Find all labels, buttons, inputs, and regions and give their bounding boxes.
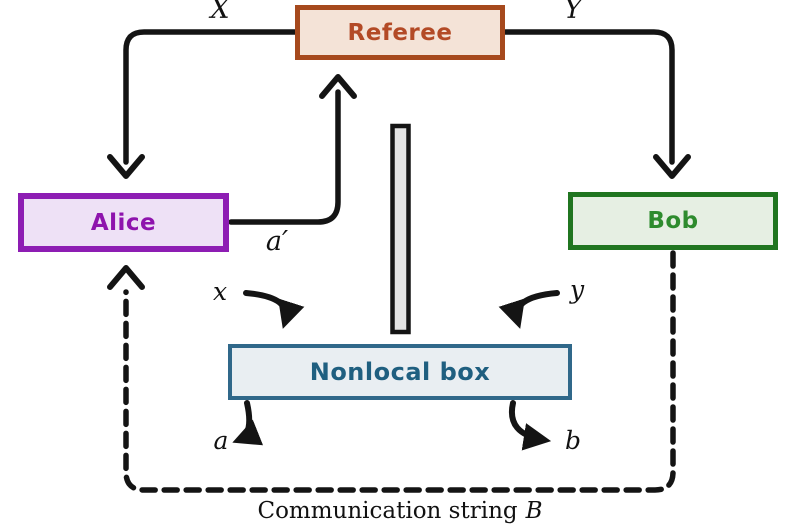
arrowhead-down-alice-icon [107, 154, 145, 179]
label-X: X [210, 0, 230, 25]
label-a: a [213, 426, 229, 455]
wire-referee-to-alice [123, 29, 298, 165]
wire-x-into-box [243, 290, 305, 329]
label-y: y [569, 275, 585, 304]
wire-a-out-of-box [232, 400, 264, 446]
wire-communication-string [123, 250, 676, 493]
nonlocal-box-node: Nonlocal box [228, 344, 572, 400]
wire-alice-to-referee [228, 89, 341, 225]
arrowhead-down-bob-icon [653, 154, 691, 179]
arrowhead-up-referee-icon [319, 74, 357, 99]
wire-b-out-of-box [508, 400, 552, 451]
caption-text: Communication string [257, 498, 518, 524]
label-Y: Y [564, 0, 582, 25]
alice-label: Alice [90, 209, 157, 236]
label-b: b [564, 426, 581, 455]
label-a-prime: a′ [265, 226, 289, 257]
arrowhead-up-alice-icon [107, 265, 145, 290]
referee-node: Referee [295, 5, 505, 60]
label-x: x [212, 277, 228, 306]
referee-label: Referee [347, 19, 453, 46]
alice-node: Alice [18, 193, 229, 252]
separation-barrier [390, 123, 411, 335]
wire-referee-to-bob [502, 29, 675, 165]
bob-label: Bob [647, 208, 699, 234]
bob-node: Bob [568, 192, 778, 250]
caption-symbol: B [525, 498, 543, 524]
wire-y-into-box [498, 290, 560, 329]
caption: Communication string B [0, 498, 800, 524]
nonlocal-box-label: Nonlocal box [309, 358, 491, 386]
